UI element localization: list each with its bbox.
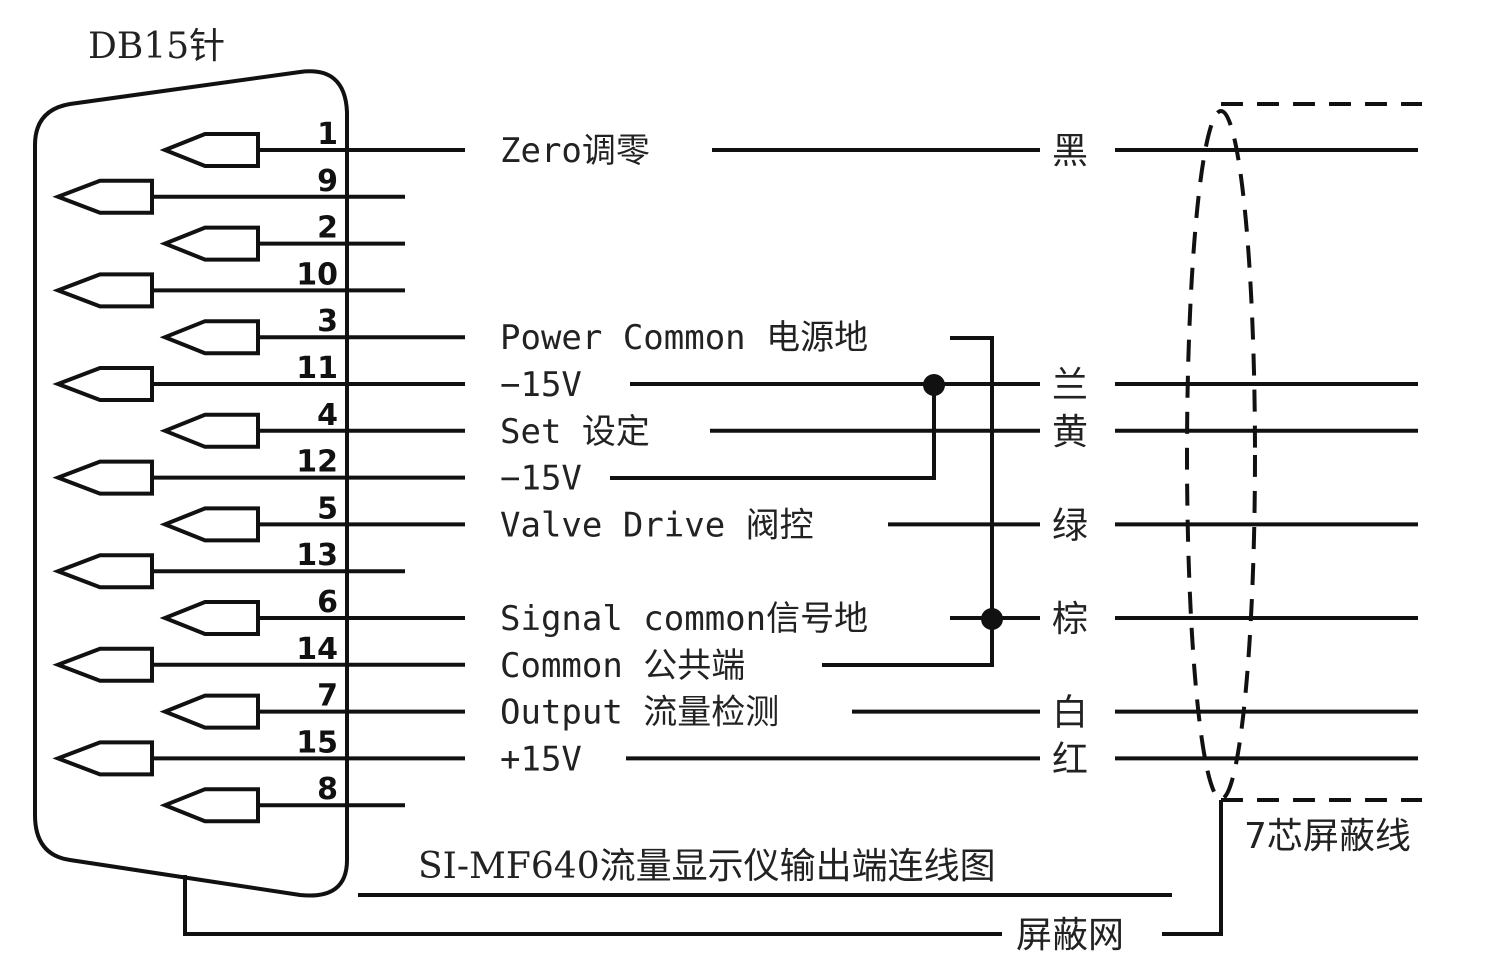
pin-socket [159,506,260,543]
pin-number: 4 [317,398,338,433]
wire-color-label: 绿 [1052,505,1088,546]
shield-wire-left [183,875,1002,936]
junction-wire-11-12 [610,385,936,480]
pin-socket [159,600,260,636]
signal-label: Valve Drive 阀控 [500,505,814,545]
diagram-title: SI-MF640流量显示仪输出端连线图 [418,846,996,887]
wire-color-label: 白 [1052,693,1088,734]
pin-socket [52,459,154,496]
pin-socket [52,553,154,590]
pin-socket [159,225,260,262]
pin-socket [52,646,154,683]
signal-label: Zero调零 [500,131,650,171]
pin-socket [159,412,260,449]
pin-number: 1 [317,117,338,152]
signal-label: −15V [500,459,582,499]
pin-number: 3 [317,304,338,339]
pin-number: 6 [317,585,338,620]
shield-wire-right [1162,800,1223,936]
pin-number: 12 [296,445,338,480]
junction-dot-6 [981,608,1003,630]
signal-label: +15V [500,739,582,779]
pin-socket [52,366,154,402]
connector-label: DB15针 [88,26,225,67]
wire-color-label: 棕 [1052,599,1088,640]
signal-label: Power Common 电源地 [500,318,868,358]
pin-socket [159,132,260,168]
wire-color-label: 兰 [1052,365,1088,406]
pin-number: 2 [317,211,338,246]
signal-group: Zero调零 黑 Power Common 电源地 −15V 兰 Set 设定 黄 −15V V… [500,131,1418,780]
shield-label: 屏蔽网 [1016,915,1124,956]
pin-number: 11 [296,351,338,386]
pin-number: 10 [296,257,338,292]
pin-socket [159,319,260,356]
pin-number: 5 [317,491,338,526]
cable-shield-ellipse [1185,109,1257,801]
junction-dot-11 [923,374,945,396]
pin-socket [52,272,154,309]
signal-label: Signal common信号地 [500,599,868,639]
pin-socket [52,740,154,777]
signal-label: −15V [500,365,582,405]
wire-color-label: 红 [1052,739,1088,780]
signal-label: Set 设定 [500,412,650,452]
signal-label: Output 流量检测 [500,693,779,733]
pin-socket [159,787,260,824]
pin-number: 9 [317,164,338,199]
pin-number: 7 [317,679,338,714]
pin-number: 15 [296,725,338,760]
cable-label: 7芯屏蔽线 [1244,816,1411,857]
junction-wire-3-14 [822,336,994,667]
wire-color-label: 黄 [1052,412,1088,453]
wire-color-label: 黑 [1052,131,1088,172]
pin-number: 8 [317,772,338,807]
pin-number: 14 [296,632,338,667]
connector-pins: 1 9 2 10 3 11 4 12 5 13 6 14 7 15 8 [52,117,465,824]
pin-number: 13 [296,538,338,573]
pin-socket [159,693,260,730]
pin-socket [52,178,154,215]
db15-connector-outline [33,69,349,898]
signal-label: Common 公共端 [500,646,745,686]
